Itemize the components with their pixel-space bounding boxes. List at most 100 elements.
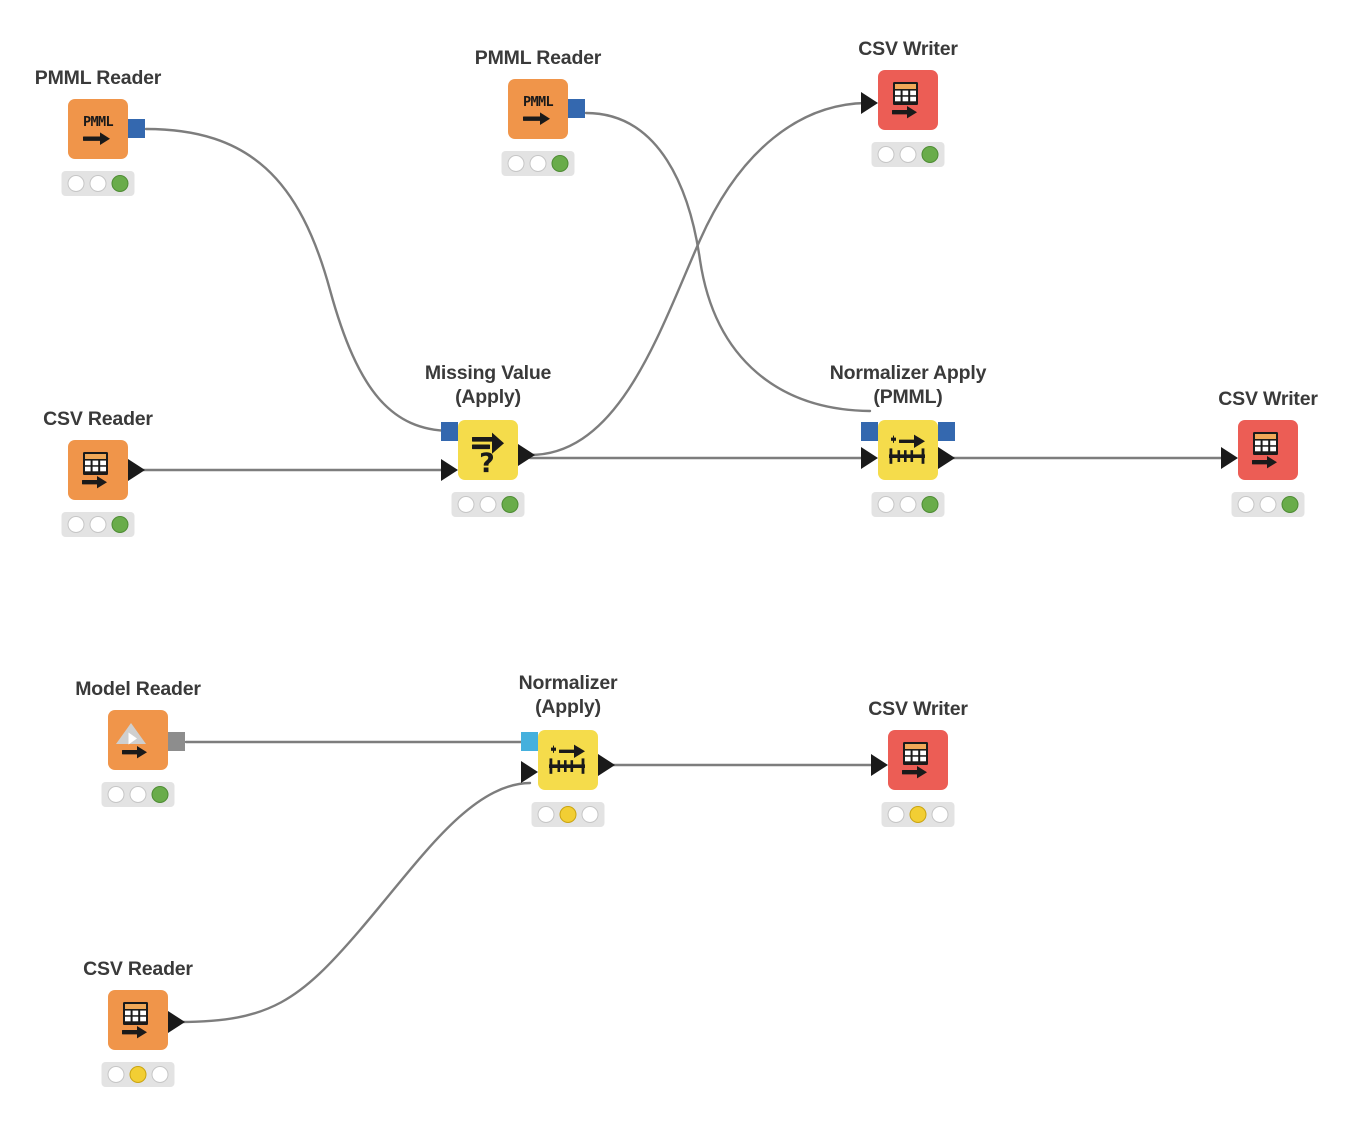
status-tray-missing-value-apply	[451, 492, 525, 517]
node-label-line1: CSV Writer	[868, 698, 968, 720]
status-lamp-queued	[507, 155, 525, 172]
port-out-data-csv-reader-bottom-0[interactable]	[168, 1011, 185, 1033]
status-lamp-executing	[529, 155, 547, 172]
node-box-csv-writer-top[interactable]	[878, 70, 938, 130]
status-lamp-executing	[129, 786, 147, 803]
svg-text:?: ?	[479, 448, 495, 479]
port-out-gray-model-reader-0[interactable]	[168, 732, 185, 751]
port-in-data-normalizer-apply-pmml-1[interactable]	[861, 447, 878, 469]
status-lamp-executing	[559, 806, 577, 823]
question-arrow-icon: ?	[458, 420, 518, 480]
node-label-line1: Normalizer Apply	[829, 362, 987, 384]
table-arrow-icon	[1238, 420, 1298, 480]
status-tray-csv-reader-bottom	[101, 1062, 175, 1087]
status-lamp-executed	[111, 175, 129, 192]
port-out-data-csv-reader-top-0[interactable]	[128, 459, 145, 481]
status-lamp-queued	[887, 806, 905, 823]
model-play-arrow-icon	[108, 710, 168, 770]
node-box-csv-writer-right[interactable]	[1238, 420, 1298, 480]
status-lamp-executing	[89, 175, 107, 192]
node-label-csv-writer-bottom: CSV Writer	[868, 698, 968, 722]
node-label-pmml-reader-2: PMML Reader	[475, 47, 602, 71]
node-box-csv-reader-top[interactable]	[68, 440, 128, 500]
status-lamp-executing	[899, 146, 917, 163]
port-in-data-csv-writer-bottom-0[interactable]	[871, 754, 888, 776]
table-arrow-icon	[68, 440, 128, 500]
status-lamp-executed	[921, 496, 939, 513]
status-lamp-queued	[107, 1066, 125, 1083]
status-lamp-executed	[151, 1066, 169, 1083]
connection-wire[interactable]	[178, 781, 532, 1024]
node-box-normalizer-apply-pmml[interactable]	[878, 420, 938, 480]
normalizer-scale-icon	[538, 730, 598, 790]
port-in-blue-normalizer-apply-pmml-0[interactable]	[861, 422, 878, 441]
status-lamp-executing	[89, 516, 107, 533]
port-in-data-missing-value-apply-1[interactable]	[441, 459, 458, 481]
node-label-line2: (Apply)	[455, 385, 521, 408]
status-lamp-executed	[581, 806, 599, 823]
svg-text:PMML: PMML	[83, 114, 114, 130]
node-label-normalizer-apply-pmml: Normalizer Apply(PMML)	[829, 362, 987, 410]
status-tray-csv-writer-right	[1231, 492, 1305, 517]
status-tray-csv-writer-top	[871, 142, 945, 167]
connection-wire[interactable]	[528, 101, 868, 457]
port-in-data-csv-writer-top-0[interactable]	[861, 92, 878, 114]
status-lamp-queued	[67, 175, 85, 192]
node-box-pmml-reader-2[interactable]: PMML	[508, 79, 568, 139]
node-label-line2: (PMML)	[873, 385, 943, 408]
pmml-arrow-icon: PMML	[68, 99, 128, 159]
port-in-data-csv-writer-right-0[interactable]	[1221, 447, 1238, 469]
status-lamp-executing	[909, 806, 927, 823]
status-lamp-queued	[457, 496, 475, 513]
pmml-arrow-icon: PMML	[508, 79, 568, 139]
port-out-data-normalizer-apply-pmml-1[interactable]	[938, 447, 955, 469]
status-lamp-executed	[551, 155, 569, 172]
node-box-normalizer-apply[interactable]	[538, 730, 598, 790]
connection-wire[interactable]	[144, 127, 452, 433]
port-out-blue-pmml-reader-2-0[interactable]	[568, 99, 585, 118]
status-lamp-executing	[479, 496, 497, 513]
status-lamp-executed	[111, 516, 129, 533]
port-out-data-missing-value-apply-0[interactable]	[518, 444, 535, 466]
status-lamp-executed	[921, 146, 939, 163]
status-tray-model-reader	[101, 782, 175, 807]
port-out-data-normalizer-apply-0[interactable]	[598, 754, 615, 776]
node-label-line1: CSV Reader	[43, 408, 153, 430]
node-label-csv-writer-right: CSV Writer	[1218, 388, 1318, 412]
status-lamp-queued	[67, 516, 85, 533]
node-label-line1: CSV Writer	[1218, 388, 1318, 410]
port-out-blue-pmml-reader-1-0[interactable]	[128, 119, 145, 138]
node-box-pmml-reader-1[interactable]: PMML	[68, 99, 128, 159]
node-label-line1: Model Reader	[75, 678, 201, 700]
status-lamp-queued	[1237, 496, 1255, 513]
status-lamp-executing	[899, 496, 917, 513]
node-box-model-reader[interactable]	[108, 710, 168, 770]
connection-wire[interactable]	[584, 111, 872, 413]
status-lamp-queued	[877, 146, 895, 163]
status-tray-normalizer-apply	[531, 802, 605, 827]
port-in-data-normalizer-apply-1[interactable]	[521, 761, 538, 783]
status-lamp-executing	[1259, 496, 1277, 513]
port-out-blue-normalizer-apply-pmml-0[interactable]	[938, 422, 955, 441]
svg-text:PMML: PMML	[523, 94, 554, 110]
node-label-normalizer-apply: Normalizer(Apply)	[519, 672, 618, 720]
node-label-line1: CSV Reader	[83, 958, 193, 980]
status-lamp-queued	[107, 786, 125, 803]
table-arrow-icon	[108, 990, 168, 1050]
table-arrow-icon	[878, 70, 938, 130]
port-in-blue-missing-value-apply-0[interactable]	[441, 422, 458, 441]
node-box-csv-reader-bottom[interactable]	[108, 990, 168, 1050]
table-arrow-icon	[888, 730, 948, 790]
node-label-pmml-reader-1: PMML Reader	[35, 67, 162, 91]
status-tray-csv-reader-top	[61, 512, 135, 537]
status-lamp-executing	[129, 1066, 147, 1083]
port-in-cyan-normalizer-apply-0[interactable]	[521, 732, 538, 751]
node-label-line1: Missing Value	[424, 362, 552, 384]
node-box-csv-writer-bottom[interactable]	[888, 730, 948, 790]
node-label-csv-reader-top: CSV Reader	[43, 408, 153, 432]
status-lamp-executed	[931, 806, 949, 823]
status-tray-pmml-reader-1	[61, 171, 135, 196]
node-box-missing-value-apply[interactable]: ?	[458, 420, 518, 480]
